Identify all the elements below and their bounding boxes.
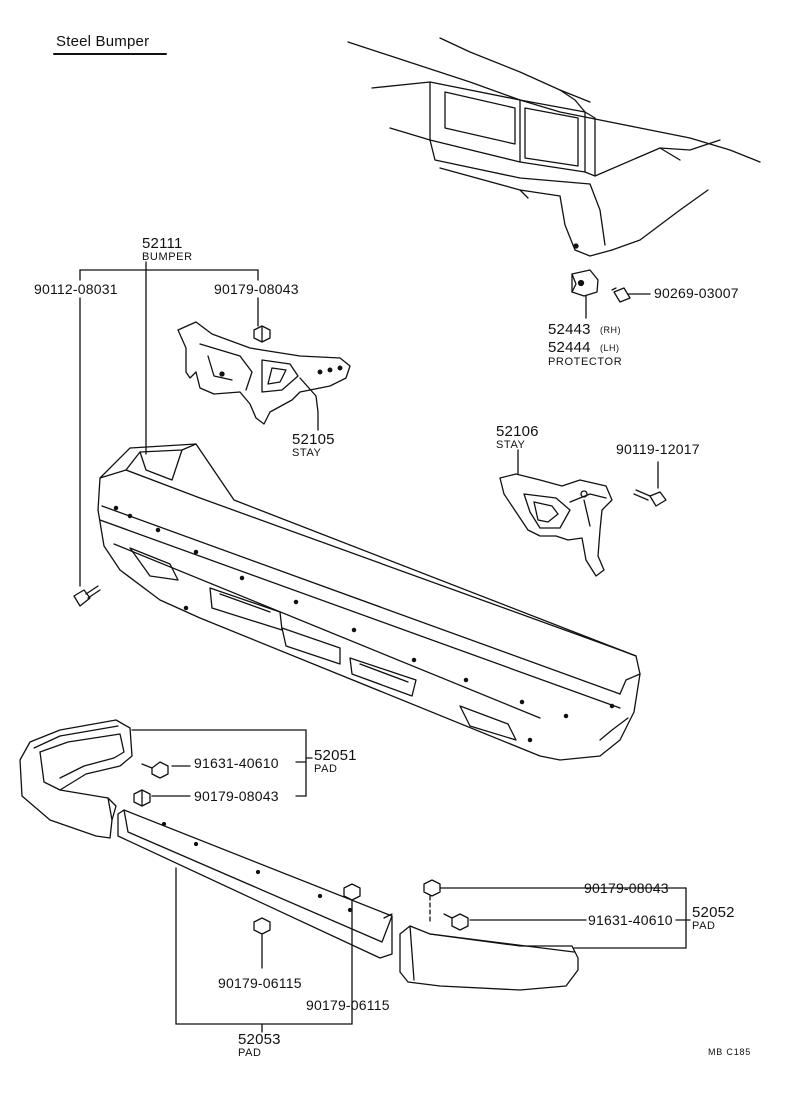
part-number-52106: 52106 [496,423,539,440]
part-name-pad-52052: PAD [692,920,716,932]
part-number-90179-06115-a: 90179-06115 [218,975,302,991]
part-number-52053: 52053 [238,1031,281,1048]
part-number-90269-03007: 90269-03007 [654,285,739,301]
part-number-90119-12017: 90119-12017 [616,441,700,457]
part-number-91631-40610-left: 91631-40610 [194,755,279,771]
pad-52052 [399,925,579,991]
part-name-stay-52106: STAY [496,439,526,451]
nut-90179-06115-b [343,883,361,901]
protector-52443 [571,269,599,319]
part-number-52051: 52051 [314,747,357,764]
screw-90269 [611,287,651,303]
bumper-52111 [97,443,641,761]
stay-52105 [177,321,351,431]
part-name-bumper: BUMPER [142,251,193,263]
side-lh: (LH) [600,343,620,353]
leader-52053 [175,867,353,1033]
nut-90179-right [423,879,441,897]
part-number-90179-08043-left: 90179-08043 [194,788,279,804]
part-name-pad-52051: PAD [314,763,338,775]
part-number-52111: 52111 [142,235,183,252]
side-rh: (RH) [600,325,621,335]
bolt-90112 [73,585,101,607]
diagram-reference-code: MB C185 [708,1047,752,1057]
nut-90179-top [253,325,271,343]
pad-52051 [19,719,133,839]
part-number-52443: 52443 [548,321,591,338]
part-name-pad-52053: PAD [238,1047,262,1059]
part-number-90179-08043-right: 90179-08043 [584,880,669,896]
part-name-stay-52105: STAY [292,447,322,459]
nut-90179-06115-a [253,917,271,935]
part-number-90112-08031: 90112-08031 [34,281,118,297]
part-number-91631-40610-right: 91631-40610 [588,912,673,928]
pad-52053 [117,809,393,959]
part-number-90179-08043-top: 90179-08043 [214,281,299,297]
nut-90179-left [133,789,151,807]
bolt-91631-right [443,913,469,931]
car-body-illustration [347,37,761,257]
page-title: Steel Bumper [56,33,150,50]
leader-52051 [131,729,313,797]
stay-52106 [499,449,613,577]
part-name-protector: PROTECTOR [548,356,623,368]
leader-52052 [429,887,691,949]
bolt-91631-left [141,761,169,779]
part-number-52052: 52052 [692,904,735,921]
bolt-90119 [633,461,667,507]
part-number-52105: 52105 [292,431,335,448]
part-number-52444: 52444 [548,339,591,356]
part-number-90179-06115-b: 90179-06115 [306,997,390,1013]
leader-52111 [79,261,259,587]
